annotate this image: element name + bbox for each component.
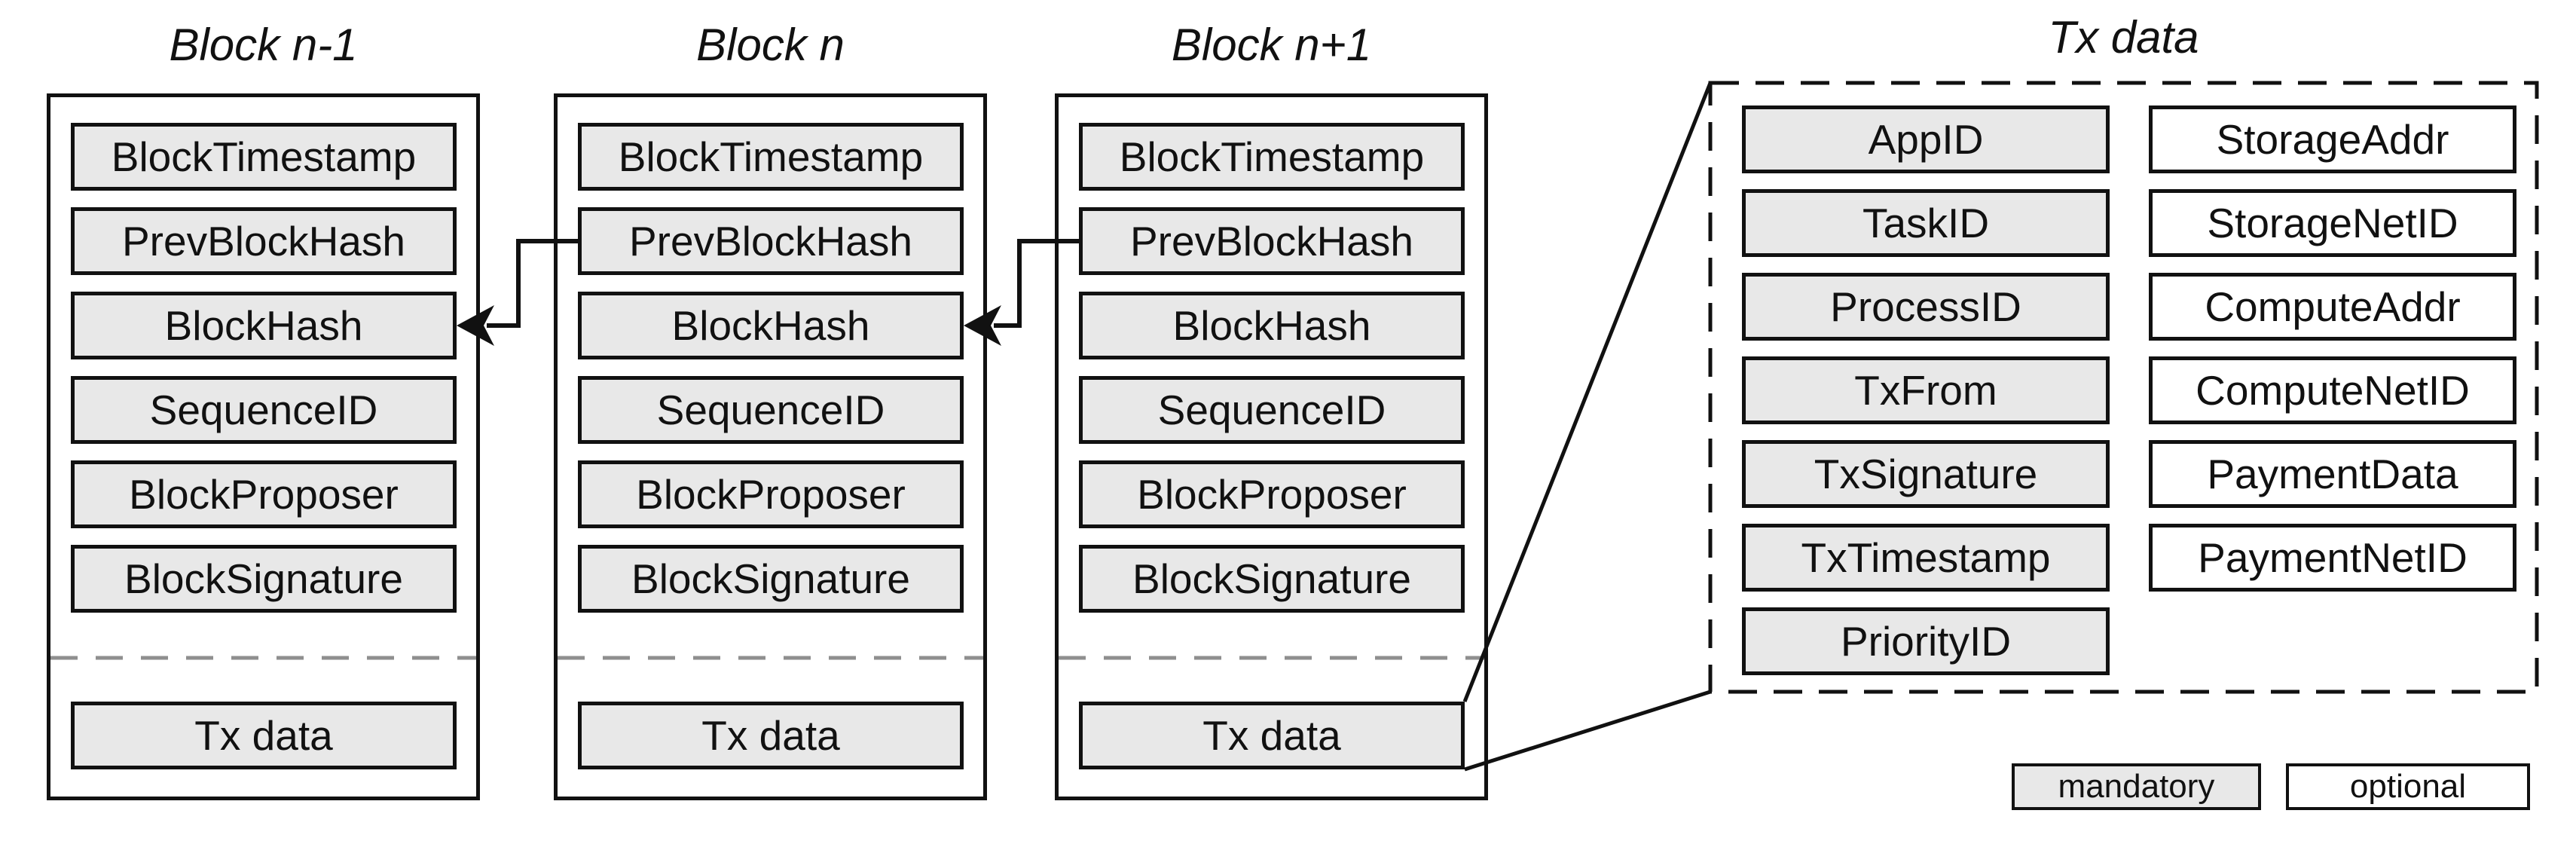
tx-field-compute-net-id: ComputeNetID bbox=[2149, 356, 2516, 424]
explode-line-top bbox=[1462, 82, 1713, 702]
block-n-title: Block n bbox=[696, 20, 845, 70]
field-sequence-id: SequenceID bbox=[71, 376, 457, 444]
field-block-timestamp: BlockTimestamp bbox=[71, 123, 457, 191]
field-prev-block-hash: PrevBlockHash bbox=[71, 207, 457, 275]
tx-detail-optional-column: StorageAddr StorageNetID ComputeAddr Com… bbox=[2149, 106, 2516, 592]
block-n-plus-1-fields: BlockTimestamp PrevBlockHash BlockHash S… bbox=[1059, 97, 1484, 613]
block-n-fields: BlockTimestamp PrevBlockHash BlockHash S… bbox=[558, 97, 983, 613]
tx-field-priority-id: PriorityID bbox=[1742, 607, 2110, 675]
tx-field-storage-net-id: StorageNetID bbox=[2149, 189, 2516, 257]
block-n-plus-1-box: BlockTimestamp PrevBlockHash BlockHash S… bbox=[1055, 93, 1488, 800]
explode-line-bottom bbox=[1464, 690, 1711, 772]
tx-field-payment-net-id: PaymentNetID bbox=[2149, 524, 2516, 592]
field-block-timestamp: BlockTimestamp bbox=[578, 123, 964, 191]
field-block-hash: BlockHash bbox=[71, 292, 457, 359]
block-n-1-fields: BlockTimestamp PrevBlockHash BlockHash S… bbox=[50, 97, 476, 613]
tx-field-app-id: AppID bbox=[1742, 106, 2110, 173]
field-prev-block-hash: PrevBlockHash bbox=[578, 207, 964, 275]
tx-field-task-id: TaskID bbox=[1742, 189, 2110, 257]
tx-field-storage-addr: StorageAddr bbox=[2149, 106, 2516, 173]
field-block-signature: BlockSignature bbox=[71, 545, 457, 613]
tx-field-tx-timestamp: TxTimestamp bbox=[1742, 524, 2110, 592]
tx-field-process-id: ProcessID bbox=[1742, 273, 2110, 341]
legend-mandatory: mandatory bbox=[2012, 763, 2261, 810]
field-tx-data: Tx data bbox=[578, 702, 964, 769]
field-block-timestamp: BlockTimestamp bbox=[1079, 123, 1465, 191]
field-block-signature: BlockSignature bbox=[578, 545, 964, 613]
tx-field-payment-data: PaymentData bbox=[2149, 440, 2516, 508]
field-tx-data: Tx data bbox=[1079, 702, 1465, 769]
tx-field-tx-signature: TxSignature bbox=[1742, 440, 2110, 508]
field-block-proposer: BlockProposer bbox=[1079, 460, 1465, 528]
field-block-hash: BlockHash bbox=[578, 292, 964, 359]
block-n-1-box: BlockTimestamp PrevBlockHash BlockHash S… bbox=[47, 93, 480, 800]
tx-detail-title: Tx data bbox=[2048, 12, 2199, 63]
block-n-box: BlockTimestamp PrevBlockHash BlockHash S… bbox=[554, 93, 987, 800]
tx-detail-mandatory-column: AppID TaskID ProcessID TxFrom TxSignatur… bbox=[1742, 106, 2110, 675]
field-sequence-id: SequenceID bbox=[578, 376, 964, 444]
field-block-signature: BlockSignature bbox=[1079, 545, 1465, 613]
field-block-hash: BlockHash bbox=[1079, 292, 1465, 359]
legend-optional: optional bbox=[2286, 763, 2530, 810]
field-block-proposer: BlockProposer bbox=[71, 460, 457, 528]
field-sequence-id: SequenceID bbox=[1079, 376, 1465, 444]
tx-field-tx-from: TxFrom bbox=[1742, 356, 2110, 424]
field-block-proposer: BlockProposer bbox=[578, 460, 964, 528]
field-tx-data: Tx data bbox=[71, 702, 457, 769]
field-prev-block-hash: PrevBlockHash bbox=[1079, 207, 1465, 275]
block-n-1-title: Block n-1 bbox=[169, 20, 358, 70]
block-n-plus-1-title: Block n+1 bbox=[1171, 20, 1372, 70]
tx-field-compute-addr: ComputeAddr bbox=[2149, 273, 2516, 341]
